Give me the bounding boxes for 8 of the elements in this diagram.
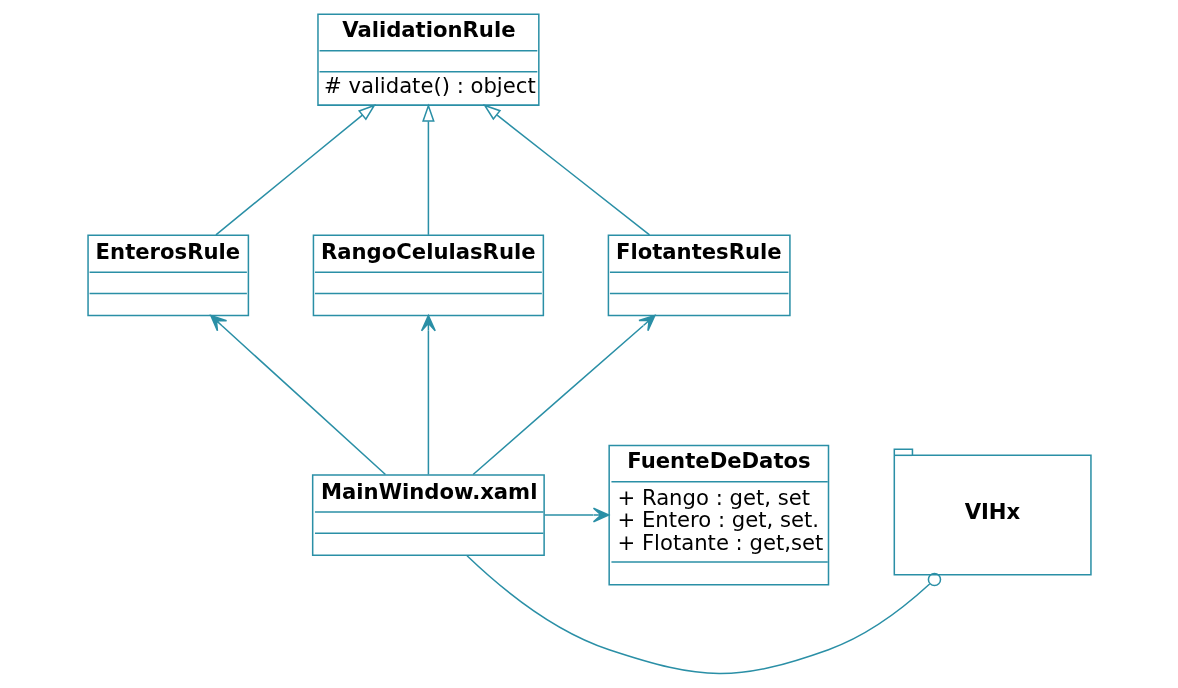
arrow	[482, 104, 650, 236]
connector	[465, 554, 941, 675]
arrow	[420, 314, 436, 476]
arrow	[209, 314, 386, 476]
arrow	[421, 103, 435, 236]
arrow	[471, 314, 656, 476]
arrow	[543, 507, 609, 523]
arrow	[214, 104, 376, 236]
